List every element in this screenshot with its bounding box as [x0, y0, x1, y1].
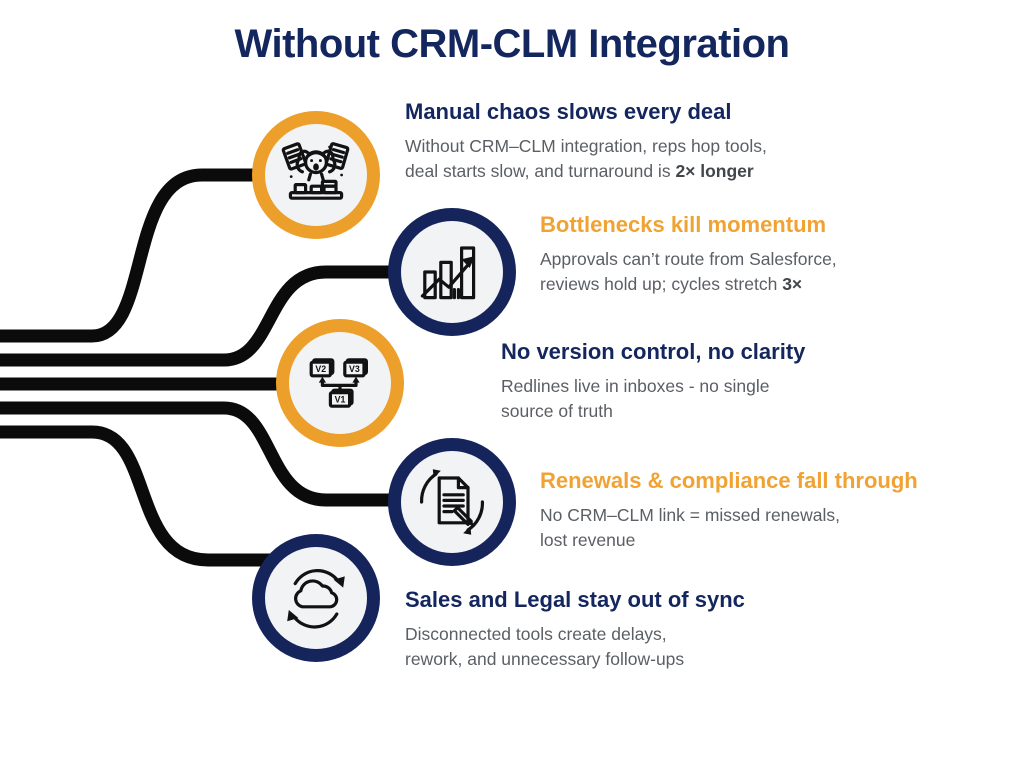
item-body-line2: reviews hold up; cycles stretch 3× — [540, 272, 837, 297]
item-body-line1: No CRM–CLM link = missed renewals, — [540, 505, 841, 525]
cloud-sync-icon — [287, 569, 345, 629]
icon-circle-bottlenecks — [388, 208, 516, 336]
item-body-line1: Disconnected tools create delays, — [405, 624, 667, 644]
connector-line-4 — [0, 401, 407, 507]
item-body: Without CRM–CLM integration, reps hop to… — [405, 134, 767, 184]
version-label-v1: V1 — [335, 395, 346, 405]
item-heading: Renewals & compliance fall through — [540, 468, 918, 493]
item-body-line2-bold: 2× longer — [675, 161, 754, 181]
connector-line-1 — [0, 168, 273, 343]
item-body-line2-bold: 3× — [782, 274, 803, 294]
version-label-v3: V3 — [349, 364, 360, 374]
item-body-line2: lost revenue — [540, 528, 918, 553]
contract-renewal-icon — [419, 469, 485, 535]
item-heading: Sales and Legal stay out of sync — [405, 587, 745, 612]
item-body: Redlines live in inboxes - no single sou… — [501, 374, 805, 424]
item-body-line2: rework, and unnecessary follow-ups — [405, 647, 745, 672]
icon-disc: V2 V3 V1 — [289, 332, 391, 434]
item-body: Disconnected tools create delays, rework… — [405, 622, 745, 672]
stressed-worker-icon — [281, 142, 350, 200]
connector-line-2 — [0, 265, 407, 367]
icon-circle-out-of-sync — [252, 534, 380, 662]
item-body-line2-text: lost revenue — [540, 530, 636, 550]
infographic-item-manual-chaos: Manual chaos slows every deal Without CR… — [405, 98, 767, 184]
item-heading: No version control, no clarity — [501, 339, 806, 364]
item-body-line1: Approvals can’t route from Salesforce, — [540, 249, 837, 269]
icon-circle-version-control: V2 V3 V1 — [276, 319, 404, 447]
item-body-line1: Redlines live in inboxes - no single — [501, 376, 770, 396]
item-body-line2: deal starts slow, and turnaround is 2× l… — [405, 159, 767, 184]
version-label-v2: V2 — [315, 364, 326, 374]
infographic-item-out-of-sync: Sales and Legal stay out of sync Disconn… — [405, 586, 745, 672]
icon-disc — [265, 124, 367, 226]
icon-disc — [401, 451, 503, 553]
item-body-line2: source of truth — [501, 399, 805, 424]
item-heading: Manual chaos slows every deal — [405, 99, 732, 124]
icon-circle-manual-chaos — [252, 111, 380, 239]
icon-disc — [401, 221, 503, 323]
item-body: Approvals can’t route from Salesforce, r… — [540, 247, 837, 297]
connector-line-5 — [0, 425, 279, 567]
item-body-line2-text: source of truth — [501, 401, 613, 421]
item-body-line2-text: reviews hold up; cycles stretch — [540, 274, 783, 294]
page-title: Without CRM-CLM Integration — [234, 22, 790, 66]
growth-chart-arrow-icon — [420, 246, 476, 300]
item-body-line2-text: rework, and unnecessary follow-ups — [405, 649, 685, 669]
icon-disc — [265, 547, 367, 649]
item-heading: Bottlenecks kill momentum — [540, 212, 827, 237]
infographic-item-version-control: No version control, no clarity Redlines … — [501, 338, 805, 424]
infographic-item-renewals: Renewals & compliance fall through No CR… — [540, 467, 918, 553]
version-branches-icon: V2 V3 V1 — [309, 358, 368, 408]
item-body-line1: Without CRM–CLM integration, reps hop to… — [405, 136, 767, 156]
item-body-line2-text: deal starts slow, and turnaround is — [405, 161, 676, 181]
item-body: No CRM–CLM link = missed renewals, lost … — [540, 503, 918, 553]
infographic-item-bottlenecks: Bottlenecks kill momentum Approvals can’… — [540, 211, 837, 297]
icon-circle-renewals — [388, 438, 516, 566]
